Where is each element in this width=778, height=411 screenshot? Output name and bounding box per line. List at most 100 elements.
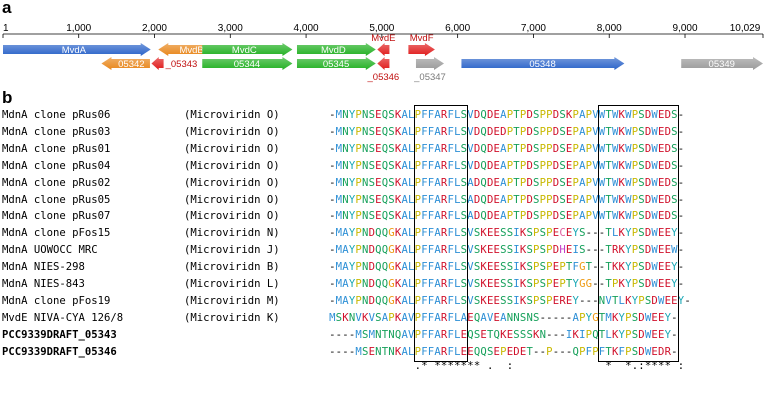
sequence-residues: -MAYPNDQQGKALPFFARFLSVSKEESSIKSPSPEPTFGT… xyxy=(329,260,684,274)
consensus-symbol xyxy=(382,360,389,372)
residue: S xyxy=(671,176,678,189)
residue: P xyxy=(519,142,527,155)
consensus-symbol xyxy=(546,360,553,372)
gene-label: _05343 xyxy=(165,59,198,70)
residue: K xyxy=(618,142,625,155)
microviridin-type: (Microviridn M) xyxy=(184,294,280,307)
residue: E xyxy=(664,227,671,240)
residue: V xyxy=(467,109,474,121)
residue: N xyxy=(361,176,369,189)
residue: K xyxy=(394,176,402,189)
residue: Q xyxy=(394,328,402,341)
residue: A xyxy=(434,210,441,223)
residue: L xyxy=(454,345,461,358)
residue: D xyxy=(486,125,494,138)
consensus-symbol: . xyxy=(486,359,494,372)
consensus-symbol xyxy=(349,360,356,372)
gene-arrow xyxy=(202,57,293,70)
residue: W xyxy=(625,142,632,155)
residue: P xyxy=(355,210,362,223)
residue: E xyxy=(565,159,573,172)
residue: R xyxy=(440,278,448,290)
residue: M xyxy=(335,193,343,206)
residue: A xyxy=(434,294,441,307)
residue: E xyxy=(651,311,658,324)
residue: R xyxy=(440,261,448,274)
residue: K xyxy=(519,294,527,307)
residue: P xyxy=(414,345,421,358)
residue: E xyxy=(467,345,474,358)
residue: D xyxy=(644,210,652,223)
residue: L xyxy=(454,278,461,290)
residue: P xyxy=(579,345,586,358)
residue: A xyxy=(500,176,507,189)
residue: L xyxy=(408,345,415,358)
residue: P xyxy=(414,210,421,223)
residue: T xyxy=(605,109,612,121)
residue: L xyxy=(454,142,461,155)
residue: P xyxy=(631,210,639,223)
residue: W xyxy=(651,227,658,240)
gene-arrow xyxy=(681,57,763,70)
residue: W xyxy=(611,193,619,206)
residue: S xyxy=(500,278,507,290)
residue: D xyxy=(513,345,520,358)
residue: C xyxy=(559,227,566,240)
residue: - xyxy=(677,244,685,257)
residue: E xyxy=(552,278,560,290)
residue: F xyxy=(427,125,435,138)
residue: P xyxy=(539,109,546,121)
residue: P xyxy=(572,109,579,121)
residue: Y xyxy=(625,244,632,257)
residue: - xyxy=(677,210,685,223)
residue: W xyxy=(611,109,619,121)
gene-label: _05348 xyxy=(523,59,556,70)
residue: S xyxy=(460,261,468,274)
residue: P xyxy=(506,159,514,172)
consensus-symbol xyxy=(362,360,369,372)
microviridin-type: (Microviridn O) xyxy=(184,193,280,206)
residue: K xyxy=(394,311,402,324)
residue: K xyxy=(611,345,619,358)
residue: K xyxy=(611,328,619,341)
sequence-residues: -MAYPNDQQGKALPFFARFLSVSKEESSIKSPSPECEYS-… xyxy=(329,226,684,240)
sequence-name: MdnA clone pRus02 xyxy=(2,176,111,189)
residue: S xyxy=(533,125,540,138)
residue: - xyxy=(677,278,685,290)
residue: D xyxy=(644,176,652,189)
residue: K xyxy=(572,328,579,341)
residue: S xyxy=(671,210,678,223)
residue: S xyxy=(368,109,375,121)
residue: Q xyxy=(381,176,389,189)
residue: P xyxy=(506,109,514,121)
residue: A xyxy=(342,294,349,307)
microviridin-type: (Microviridn L) xyxy=(184,278,280,290)
residue: - xyxy=(677,125,685,138)
residue: F xyxy=(447,244,454,257)
residue: F xyxy=(427,294,435,307)
residue: E xyxy=(375,159,382,172)
residue: M xyxy=(335,142,343,155)
residue: S xyxy=(506,227,514,240)
residue: T xyxy=(605,278,612,290)
residue: T xyxy=(605,210,612,223)
residue: F xyxy=(427,159,435,172)
residue: Y xyxy=(671,278,678,290)
residue: E xyxy=(565,210,573,223)
residue: W xyxy=(651,176,658,189)
residue: P xyxy=(631,278,639,290)
residue: - xyxy=(348,328,356,341)
residue: Y xyxy=(677,294,685,307)
residue: M xyxy=(335,176,343,189)
residue: S xyxy=(533,159,540,172)
residue: F xyxy=(447,328,454,341)
residue: F xyxy=(427,345,435,358)
residue: Q xyxy=(381,193,389,206)
residue: I xyxy=(579,328,586,341)
sequence-name: MdnA clone pRus03 xyxy=(2,125,111,138)
residue: A xyxy=(342,261,349,274)
residue: E xyxy=(658,193,665,206)
residue: N xyxy=(342,109,349,121)
residue: D xyxy=(664,109,671,121)
residue: R xyxy=(440,159,448,172)
